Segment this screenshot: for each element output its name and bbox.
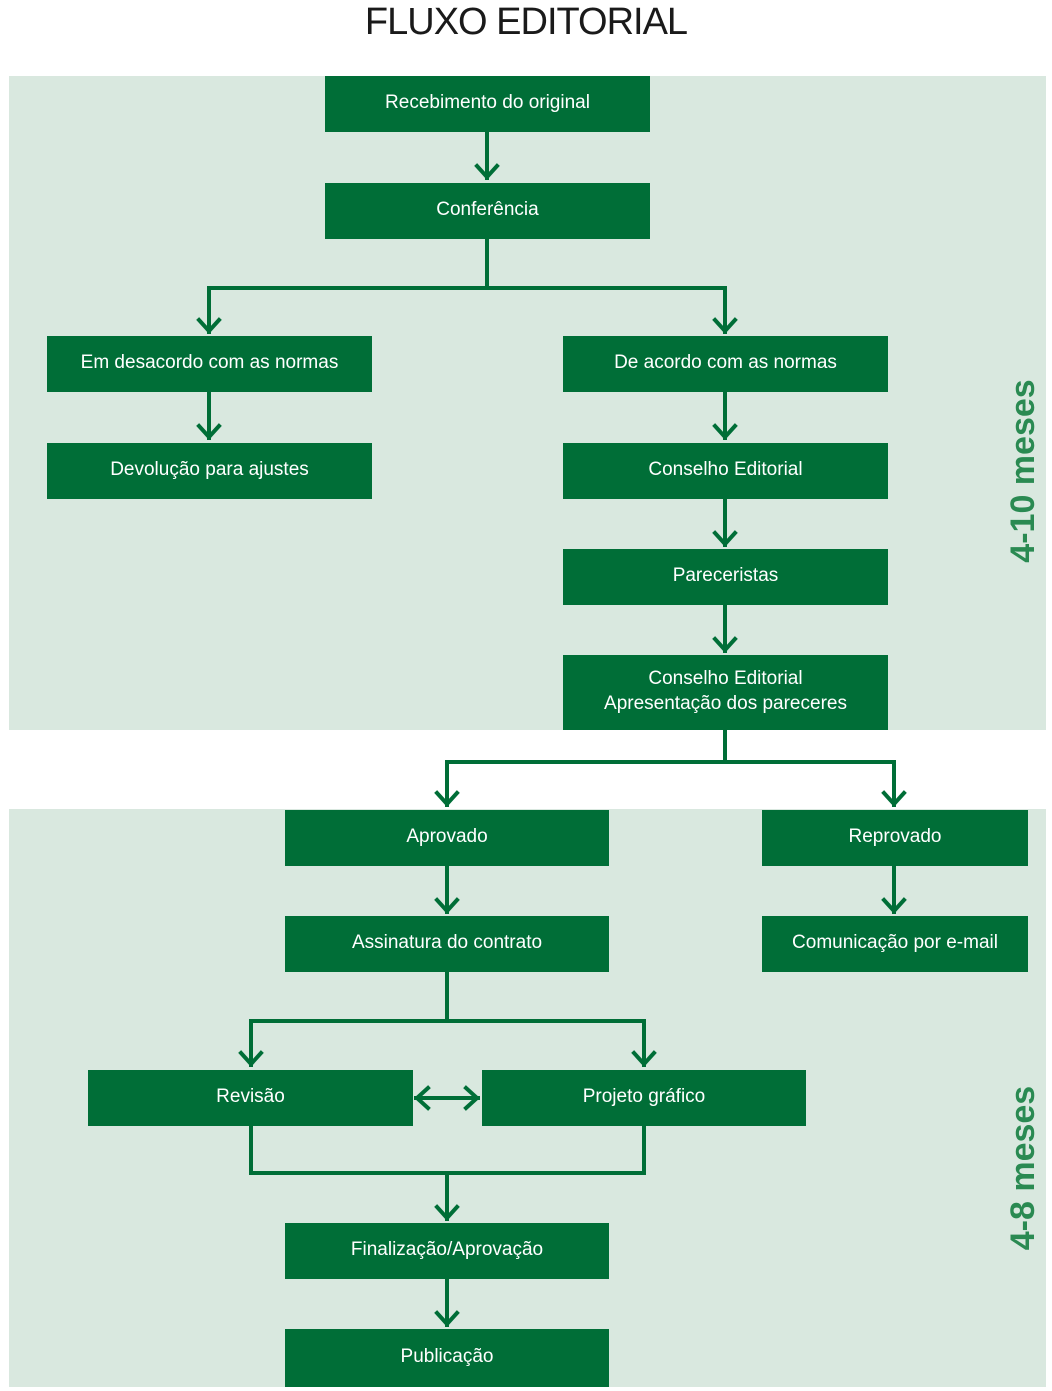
node-acordo-label: De acordo com as normas: [614, 351, 837, 373]
node-conferencia: Conferência: [325, 183, 650, 239]
node-publicacao: Publicação: [285, 1329, 609, 1387]
node-conferencia-label: Conferência: [436, 198, 539, 220]
node-devolucao: Devolução para ajustes: [47, 443, 372, 499]
node-projeto-grafico: Projeto gráfico: [482, 1070, 806, 1126]
node-desacordo: Em desacordo com as normas: [47, 336, 372, 392]
node-recebimento-label: Recebimento do original: [385, 91, 590, 113]
node-acordo: De acordo com as normas: [563, 336, 888, 392]
node-desacordo-label: Em desacordo com as normas: [80, 351, 339, 373]
node-revisao-label: Revisão: [216, 1085, 285, 1107]
node-finalizacao: Finalização/Aprovação: [285, 1223, 609, 1279]
node-conselho-editorial-label: Conselho Editorial: [648, 458, 803, 480]
node-assinatura-label: Assinatura do contrato: [351, 931, 543, 953]
node-aprovado-label: Aprovado: [406, 825, 488, 847]
node-projeto-grafico-label: Projeto gráfico: [582, 1085, 706, 1107]
node-conselho-pareceres-line1: Conselho Editorial: [648, 667, 803, 689]
node-pareceristas: Pareceristas: [563, 549, 888, 605]
node-reprovado-label: Reprovado: [848, 825, 942, 847]
node-conselho-editorial: Conselho Editorial: [563, 443, 888, 499]
node-reprovado: Reprovado: [762, 810, 1028, 866]
period-label-top: 4-10 meses: [1004, 379, 1042, 563]
node-publicacao-label: Publicação: [400, 1345, 494, 1367]
node-conselho-pareceres: Conselho Editorial Apresentação dos pare…: [563, 655, 888, 730]
node-conselho-pareceres-line2: Apresentação dos pareceres: [604, 692, 847, 714]
node-pareceristas-label: Pareceristas: [672, 564, 779, 586]
diagram-title: FLUXO EDITORIAL: [364, 1, 688, 43]
period-label-bottom: 4-8 meses: [1004, 1085, 1042, 1251]
node-recebimento: Recebimento do original: [325, 76, 650, 132]
node-aprovado: Aprovado: [285, 810, 609, 866]
node-devolucao-label: Devolução para ajustes: [110, 458, 309, 480]
node-comunicacao-label: Comunicação por e-mail: [792, 931, 998, 953]
node-finalizacao-label: Finalização/Aprovação: [350, 1238, 544, 1260]
node-comunicacao: Comunicação por e-mail: [762, 916, 1028, 972]
node-revisao: Revisão: [88, 1070, 413, 1126]
node-assinatura: Assinatura do contrato: [285, 916, 609, 972]
